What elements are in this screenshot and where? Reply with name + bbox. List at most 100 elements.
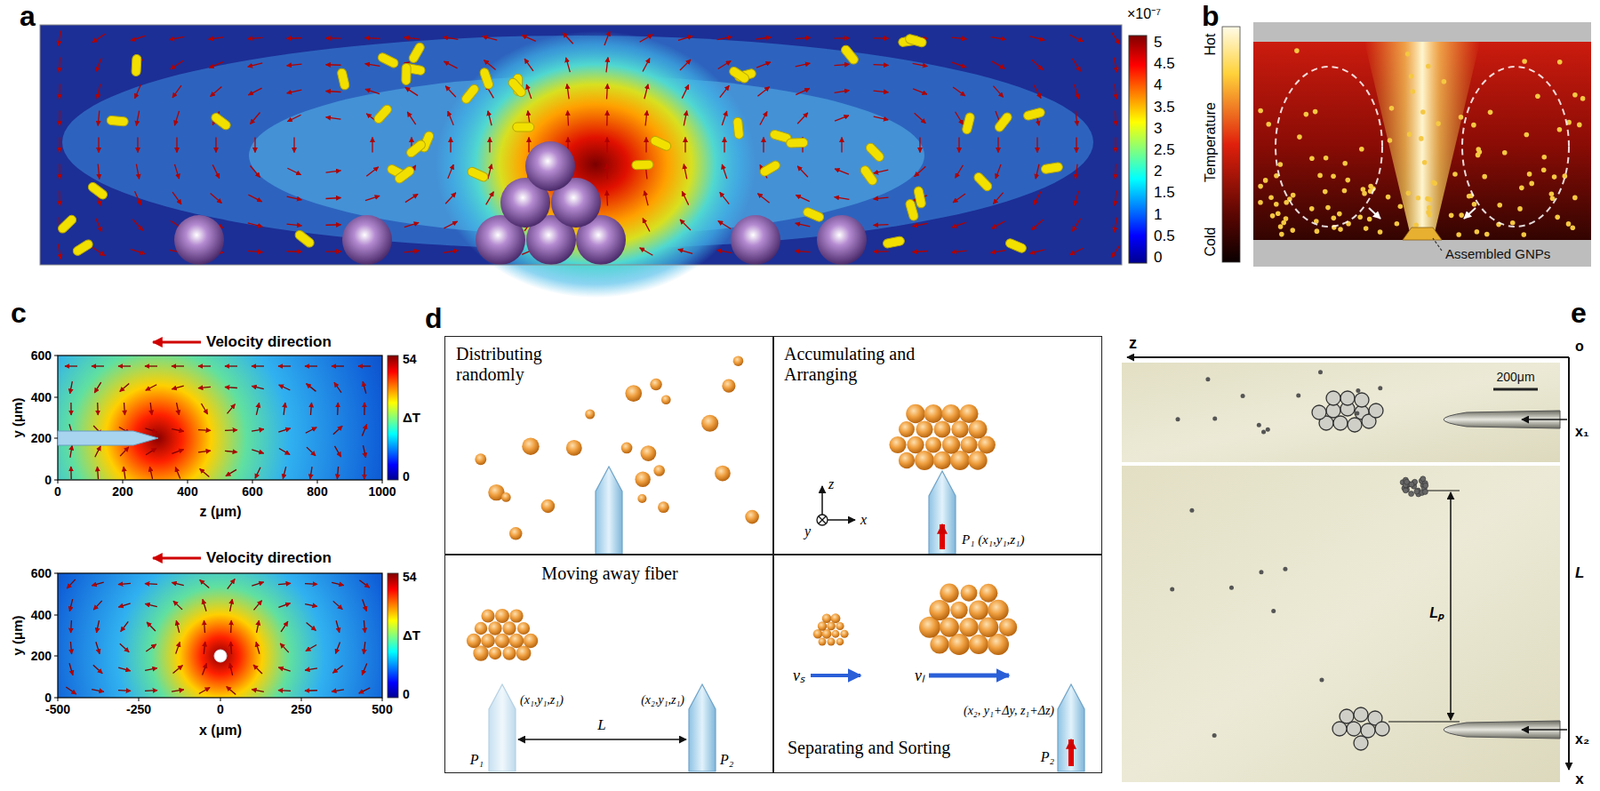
tick-mark: [54, 480, 58, 481]
panel-letter: d: [424, 302, 443, 336]
position-arrow: [1521, 418, 1568, 421]
velocity-arrow: [176, 641, 181, 654]
tick-mark: [187, 480, 189, 484]
microparticle: [1296, 392, 1301, 398]
nanoparticle: [1471, 122, 1477, 128]
velocity-arrow: [955, 112, 964, 126]
particle: [714, 465, 731, 482]
velocity-arrow: [795, 37, 811, 39]
axis-name: z: [828, 476, 834, 493]
nanoparticle: [1521, 58, 1528, 64]
nanoparticle: [1290, 192, 1296, 199]
velocity-arrow: [326, 117, 342, 120]
position-label: (x₂, y₁+Δy, z₁+Δz): [963, 704, 1055, 719]
particle: [523, 633, 538, 648]
velocity-arrow: [756, 62, 771, 68]
particle: [657, 501, 670, 513]
velocity-arrow: [1030, 249, 1045, 254]
particle: [466, 633, 481, 648]
nanoparticle: [1418, 136, 1424, 142]
velocity-arrow: [171, 385, 184, 390]
process-panel: Moving away fiber: [444, 553, 775, 774]
nanoparticle: [1278, 161, 1284, 168]
tick-mark: [54, 656, 58, 657]
velocity-arrow: [1113, 217, 1118, 233]
nanoparticle: [1413, 222, 1419, 228]
nanoparticle: [1570, 225, 1576, 232]
velocity-arrow: [310, 402, 312, 416]
gold-nanorod: [405, 138, 428, 160]
axis-name: z: [1128, 334, 1137, 353]
temperature-map: [57, 355, 383, 480]
velocity-arrow: [287, 224, 303, 226]
gold-nanorod: [293, 228, 316, 249]
velocity-arrow: [407, 112, 416, 125]
nanoparticle: [1312, 109, 1319, 115]
velocity-arrow: [118, 667, 131, 672]
nanoparticle: [1420, 109, 1426, 115]
velocity-arrow: [118, 689, 131, 692]
velocity-arrow: [757, 193, 769, 204]
nanoparticle: [1488, 110, 1494, 116]
velocity-arrow: [224, 365, 238, 367]
particle: [941, 404, 960, 424]
microparticle: [1312, 405, 1327, 420]
panel-letter: a: [19, 0, 36, 32]
particle: [905, 404, 925, 424]
gold-nanorod: [632, 160, 654, 170]
velocity-arrow: [912, 88, 928, 95]
velocity-arrow: [132, 219, 143, 232]
velocity-arrow: [251, 365, 264, 367]
gold-nanorod: [904, 33, 928, 48]
particle: [832, 630, 840, 639]
microparticle: [1408, 491, 1415, 497]
particle: [640, 445, 656, 462]
process-panel: Separating and Sorting: [772, 553, 1103, 774]
velocity-arrow: [144, 365, 158, 367]
particle: [959, 617, 978, 637]
velocity-arrow: [212, 164, 220, 178]
velocity-arrow: [873, 64, 889, 66]
velocity-arrow: [443, 61, 457, 69]
velocity-arrow: [365, 37, 381, 40]
particle: [661, 394, 672, 405]
velocity-arrow: [678, 36, 693, 41]
velocity-arrow: [371, 137, 373, 153]
microparticle: [1258, 569, 1264, 575]
velocity-arrow: [326, 197, 342, 200]
velocity-arrow: [952, 37, 968, 40]
velocity-arrow: [326, 224, 342, 226]
microparticle: [1377, 385, 1383, 391]
velocity-arrow: [304, 583, 318, 585]
particle: [541, 499, 556, 514]
microparticle: [1265, 427, 1271, 432]
hot-region: [435, 31, 756, 298]
velocity-arrow: [145, 448, 157, 455]
nanoparticle: [1435, 120, 1441, 127]
velocity-arrow: [283, 402, 286, 416]
velocity-arrow: [443, 250, 459, 254]
velocity-arrow: [362, 381, 367, 394]
nanoparticle: [1458, 114, 1464, 120]
particle: [928, 600, 950, 621]
colorbar-exponent: ×10⁻⁷: [1127, 6, 1161, 23]
velocity-arrow: [92, 33, 105, 43]
nanoparticle: [1407, 131, 1413, 137]
gold-nanorod: [1004, 237, 1028, 255]
velocity-arrow: [199, 688, 210, 695]
velocity-arrow: [873, 197, 889, 200]
velocity-arrow: [251, 449, 264, 454]
colorbar: [1128, 35, 1147, 264]
tick-label: 500: [371, 702, 392, 717]
tick-label: 2.5: [1153, 141, 1176, 160]
velocity-arrow: [991, 250, 1007, 254]
particle: [942, 435, 960, 454]
velocity-arrow: [1035, 164, 1040, 180]
microparticle: [1176, 416, 1181, 422]
particle: [637, 494, 647, 504]
colorbar-label: 54: [402, 352, 417, 367]
velocity-direction-arrow: [152, 557, 201, 560]
particle: [960, 436, 977, 454]
gold-nanorod: [882, 235, 905, 248]
process-panel: Distributing randomly: [444, 336, 775, 556]
